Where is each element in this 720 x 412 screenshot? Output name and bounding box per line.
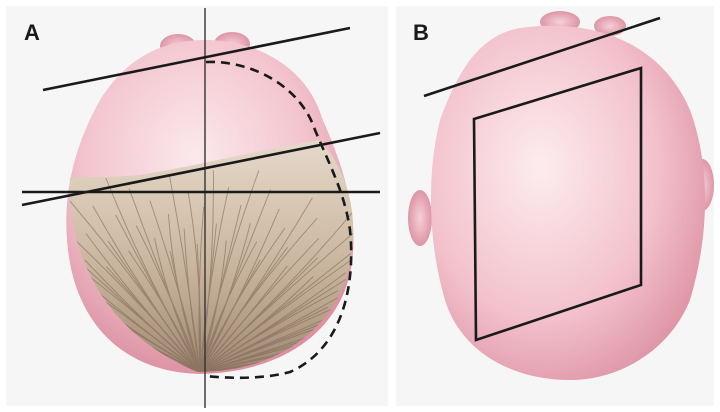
panel-b-label: B bbox=[413, 20, 429, 46]
panel-a-label: A bbox=[24, 20, 40, 46]
panel-b-ear-left-icon bbox=[408, 190, 432, 246]
